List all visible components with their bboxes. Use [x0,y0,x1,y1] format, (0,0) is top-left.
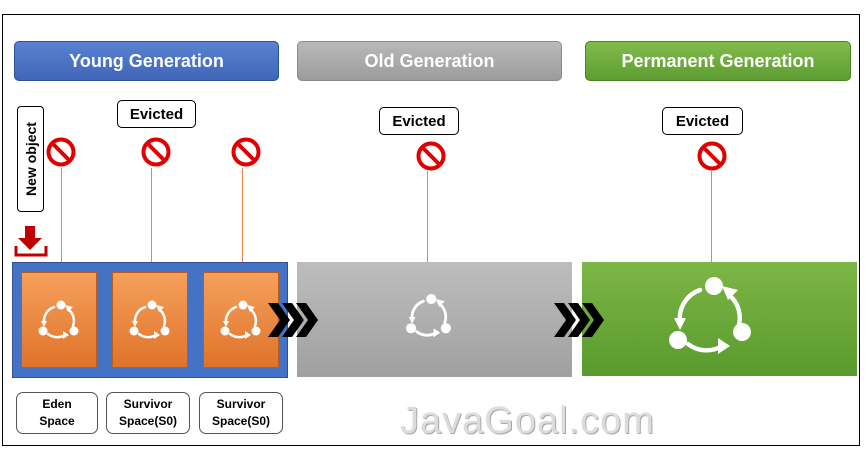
no-entry-icon [697,141,727,171]
young-generation-header: Young Generation [14,41,279,81]
eden-space-label: Eden Space [16,392,98,434]
survivor-space-2-label: Survivor Space(S0) [199,392,283,434]
download-arrow-icon [14,226,48,257]
eden-space-box [21,272,97,368]
recycle-cycle-icon [129,300,170,339]
connector-line-old [427,171,428,262]
triple-chevron-right-icon [268,303,318,337]
no-entry-icon [141,137,171,167]
evicted-label-young: Evicted [117,100,196,128]
evicted-label-permanent: Evicted [662,107,743,135]
survivor-space-1-label-line-1: Survivor [123,397,173,411]
new-object-label-box: New object [17,106,44,212]
no-entry-icon [416,141,446,171]
evicted-label-old: Evicted [379,107,459,135]
triple-chevron-right-icon [554,303,604,337]
eden-space-label-line-1: Eden [42,397,72,411]
recycle-cycle-icon [220,300,261,339]
recycle-cycle-icon [405,293,451,338]
old-generation-region [297,262,572,377]
watermark: JavaGoal.com [400,400,655,442]
new-object-label: New object [22,122,39,196]
no-entry-icon [231,137,261,167]
recycle-cycle-icon [669,277,751,354]
connector-line-permanent [711,171,712,262]
survivor-space-2-label-line-1: Survivor [216,397,266,411]
permanent-generation-header: Permanent Generation [585,41,851,81]
recycle-cycle-icon [38,300,79,339]
diagram-frame [2,14,860,446]
eden-space-label-line-2: Space [39,414,75,428]
survivor-space-2-label-line-2: Space(S0) [211,414,271,428]
survivor-space-2-box [203,272,279,368]
connector-line-survivor-1 [151,168,152,272]
old-generation-header: Old Generation [297,41,562,81]
connector-line-eden [61,168,62,272]
no-entry-icon [46,137,76,167]
survivor-space-1-label: Survivor Space(S0) [106,392,190,434]
connector-line-survivor-2 [242,168,243,272]
survivor-space-1-label-line-2: Space(S0) [118,414,178,428]
survivor-space-1-box [112,272,188,368]
